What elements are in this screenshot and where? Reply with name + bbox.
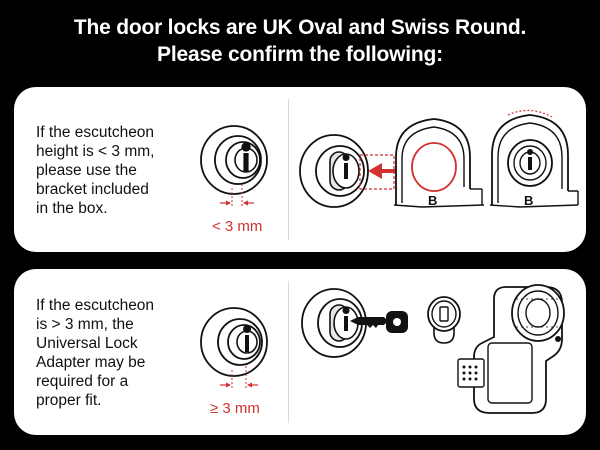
heading-line-2: Please confirm the following:	[157, 43, 443, 66]
instruction-text: If the escutcheon height is < 3 mm, plea…	[36, 123, 201, 218]
instruction-line: Adapter may be	[36, 354, 146, 371]
instruction-line: please use the	[36, 162, 137, 179]
measure-label: ≥ 3 mm	[210, 400, 260, 417]
panel-small-escutcheon: If the escutcheon height is < 3 mm, plea…	[14, 87, 586, 252]
adapter-illustration	[301, 284, 565, 414]
measure-label: < 3 mm	[212, 218, 262, 235]
escutcheon-measure-diagram: < 3 mm	[200, 125, 268, 235]
instruction-line: bracket included	[36, 181, 149, 198]
panel-large-escutcheon: If the escutcheon is > 3 mm, the Univers…	[14, 269, 586, 435]
instruction-line: If the escutcheon	[36, 124, 155, 141]
bracket-letter: B	[428, 193, 437, 208]
heading-line-1: The door locks are UK Oval and Swiss Rou…	[73, 16, 527, 39]
escutcheon-measure-diagram: ≥ 3 mm	[200, 307, 268, 417]
instruction-line: Universal Lock	[36, 335, 138, 352]
page-heading: The door locks are UK Oval and Swiss Rou…	[0, 14, 600, 68]
instruction-text: If the escutcheon is > 3 mm, the Univers…	[36, 296, 201, 410]
instruction-line: required for a	[36, 373, 129, 390]
divider	[288, 281, 289, 423]
instruction-line: If the escutcheon	[36, 297, 155, 314]
instruction-line: proper fit.	[36, 392, 102, 409]
divider	[288, 99, 289, 240]
bracket-letter: B	[524, 193, 533, 208]
instruction-line: height is < 3 mm,	[36, 143, 155, 160]
instruction-line: is > 3 mm, the	[36, 316, 134, 333]
instruction-line: in the box.	[36, 200, 108, 217]
bracket-illustration: B B	[299, 109, 579, 208]
